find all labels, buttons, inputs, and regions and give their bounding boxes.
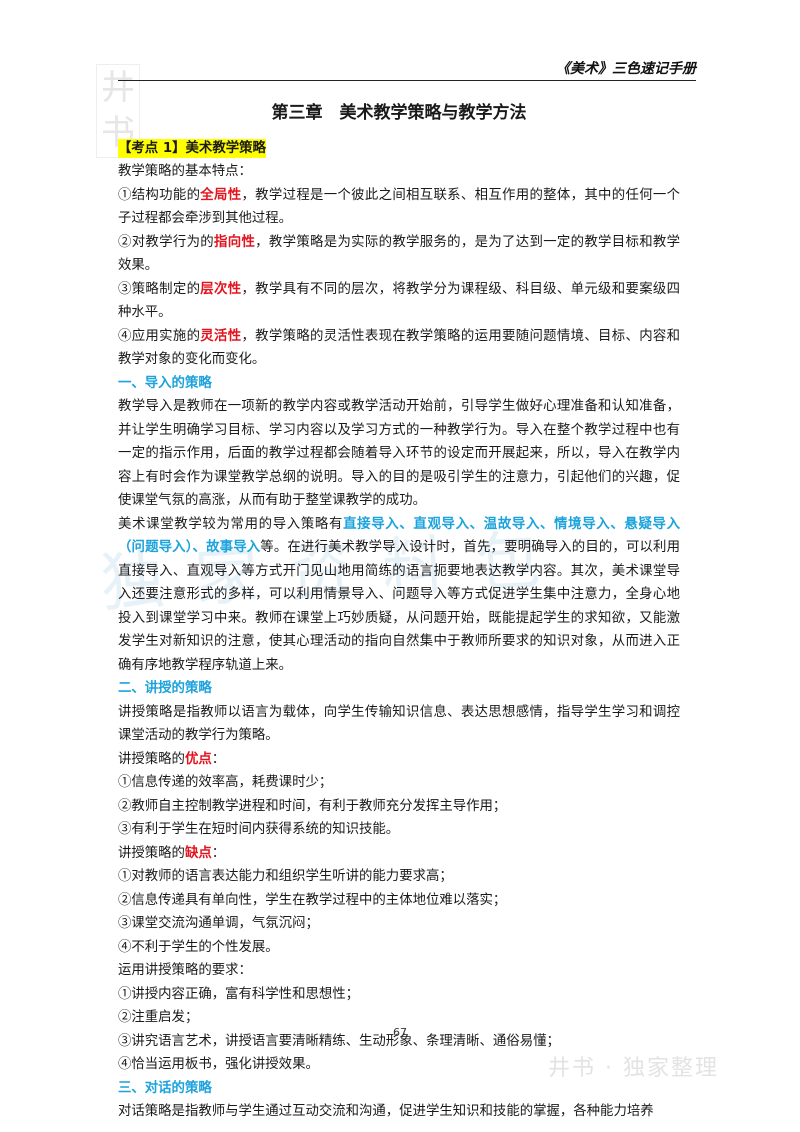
list-item: ②教师自主控制教学进程和时间，有利于教师充分发挥主导作用；: [118, 798, 507, 814]
section-heading: 三、对话的策略: [118, 1080, 212, 1096]
paragraph: 讲授策略是指教师以语言为载体，向学生传输知识信息、表达思想感情，指导学生学习和调…: [118, 704, 680, 744]
paragraph: 运用讲授策略的要求：: [118, 963, 252, 978]
paragraph: 讲授策略的缺点：: [118, 844, 226, 861]
chapter-title: 第三章 美术教学策略与教学方法: [271, 103, 527, 123]
paragraph: ①结构功能的全局性，教学过程是一个彼此之间相互联系、相互作用的整体，其中的任何一…: [118, 186, 681, 227]
section-heading: 二、讲授的策略: [118, 681, 212, 696]
emphasis-red: 灵活性: [200, 327, 242, 344]
logo-glyph-1: 井: [101, 68, 135, 108]
paragraph: 教学导入是教师在一项新的教学内容或教学活动开始前，引导学生做好心理准备和认知准备…: [118, 399, 680, 508]
page-number: 67: [393, 1026, 407, 1039]
paragraph: 讲授策略的优点：: [118, 750, 226, 767]
section-heading: 一、导入的策略: [118, 375, 212, 391]
paragraph: 美术课堂教学较为常用的导入策略有直接导入、直观导入、温故导入、情境导入、悬疑导入…: [118, 515, 681, 673]
main-content: 第三章 美术教学策略与教学方法 【考点 1】美术教学策略 教学策略的基本特点： …: [118, 98, 680, 1124]
paragraph: ②对教学行为的指向性，教学策略是为实际的教学服务的，是为了达到一定的教学目标和教…: [118, 233, 681, 274]
list-item: ①信息传递的效率高，耗费课时少；: [118, 775, 333, 790]
list-item: ①讲授内容正确，富有科学性和思想性；: [118, 986, 360, 1002]
footer-watermark: 井书 · 独家整理: [548, 1056, 719, 1081]
emphasis-red: 缺点: [184, 844, 212, 861]
list-item: ③课堂交流沟通单调，气氛沉闷；: [118, 916, 319, 931]
list-item: ④不利于学生的个性发展。: [118, 939, 279, 955]
paragraph: ③策略制定的层次性，教学具有不同的层次，将教学分为课程级、科目级、单元级和要案级…: [118, 280, 681, 321]
emphasis-red: 全局性: [200, 186, 242, 203]
kaodian-label: 【考点 1】美术教学策略: [118, 139, 266, 158]
emphasis-red: 优点: [184, 750, 212, 767]
list-item: ④恰当运用板书，强化讲授效果。: [118, 1057, 319, 1072]
emphasis-red: 指向性: [214, 233, 256, 250]
paragraph: ④应用实施的灵活性，教学策略的灵活性表现在教学策略的运用要随问题情境、目标、内容…: [118, 327, 681, 368]
list-item: ②注重启发；: [118, 1010, 199, 1025]
paragraph: 对话策略是指教师与学生通过互动交流和沟通，促进学生知识和技能的掌握，各种能力培养: [118, 1104, 654, 1119]
header-rule: [118, 80, 696, 81]
list-item: ②信息传递具有单向性，学生在教学过程中的主体地位难以落实；: [118, 892, 507, 908]
emphasis-red: 层次性: [200, 280, 242, 297]
emphasis-blue: 直接导入、直观导入、温故导入、情境导入、悬疑导入（问题导入）、故事导入: [118, 515, 681, 556]
list-item: ③有利于学生在短时间内获得系统的知识技能。: [118, 822, 400, 837]
running-header: 《美术》三色速记手册: [556, 61, 696, 77]
list-item: ③讲究语言艺术，讲授语言要清晰精练、生动形象、条理清晰、通俗易懂；: [118, 1033, 560, 1049]
paragraph: 教学策略的基本特点：: [118, 164, 252, 179]
list-item: ①对教师的语言表达能力和组织学生听讲的能力要求高；: [118, 869, 453, 884]
